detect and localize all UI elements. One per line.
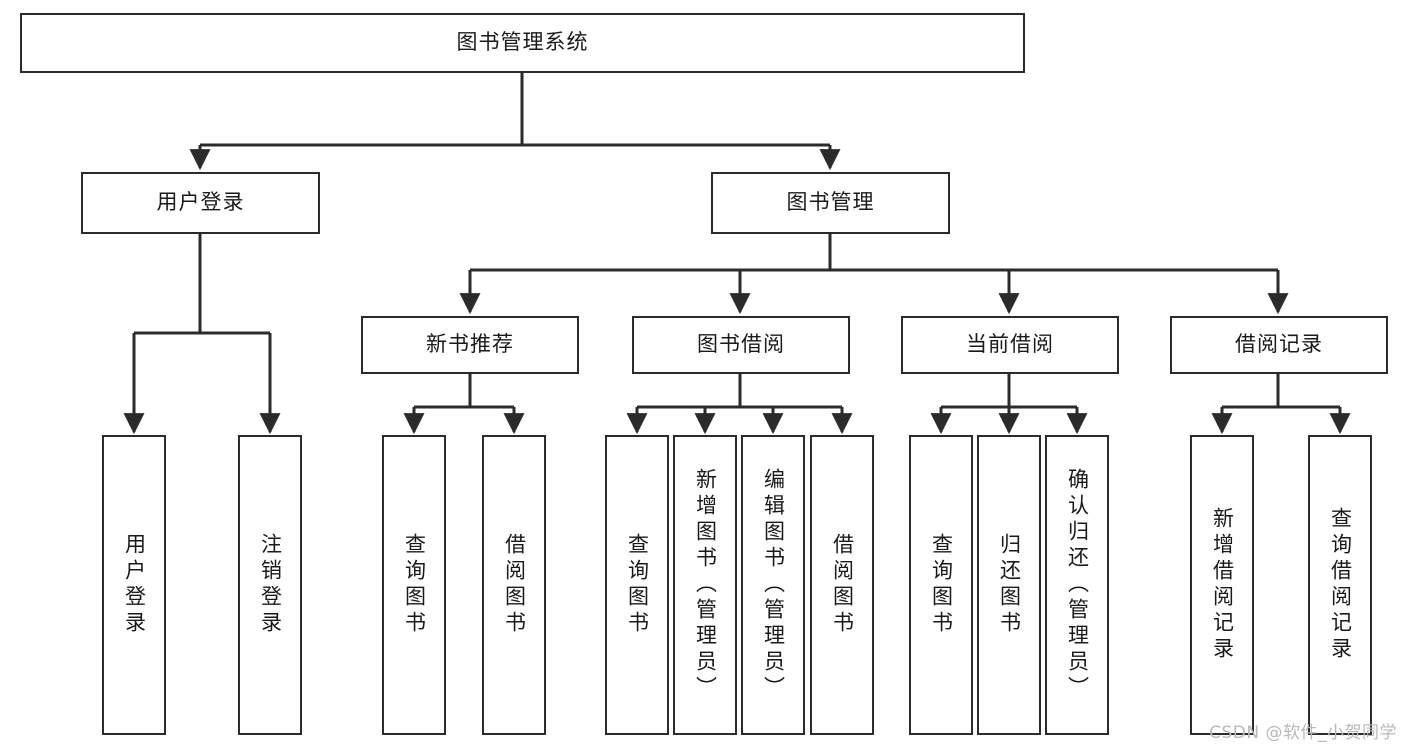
- node-label: 确认归还（管理员）: [1065, 468, 1090, 702]
- node-label: 借阅图书: [502, 533, 527, 637]
- leaf-user-login[interactable]: 用户登录: [102, 435, 166, 735]
- node-user-login[interactable]: 用户登录: [81, 172, 320, 234]
- leaf-query-book-3[interactable]: 查询图书: [909, 435, 973, 735]
- node-label: 归还图书: [997, 533, 1022, 637]
- node-root-book-management-system[interactable]: 图书管理系统: [20, 13, 1025, 73]
- watermark-text: CSDN @软件_小贺同学: [1209, 723, 1397, 743]
- node-label: 新增图书（管理员）: [693, 468, 718, 702]
- leaf-add-book-admin[interactable]: 新增图书（管理员）: [673, 435, 737, 735]
- leaf-edit-book-admin[interactable]: 编辑图书（管理员）: [741, 435, 805, 735]
- leaf-query-book-1[interactable]: 查询图书: [382, 435, 446, 735]
- node-label: 图书管理系统: [456, 30, 589, 55]
- node-label: 新书推荐: [426, 332, 514, 357]
- node-label: 图书管理: [786, 190, 875, 215]
- node-label: 图书借阅: [697, 332, 785, 357]
- node-borrow-record[interactable]: 借阅记录: [1170, 316, 1388, 374]
- node-label: 用户登录: [122, 533, 147, 637]
- node-label: 注销登录: [258, 533, 283, 637]
- leaf-query-book-2[interactable]: 查询图书: [605, 435, 669, 735]
- leaf-borrow-book-1[interactable]: 借阅图书: [482, 435, 546, 735]
- leaf-add-borrow-record[interactable]: 新增借阅记录: [1190, 435, 1254, 735]
- node-label: 查询图书: [402, 533, 427, 637]
- node-label: 查询借阅记录: [1328, 507, 1353, 663]
- node-new-book-recommend[interactable]: 新书推荐: [361, 316, 579, 374]
- node-current-borrow[interactable]: 当前借阅: [901, 316, 1119, 374]
- node-label: 借阅图书: [830, 533, 855, 637]
- node-label: 编辑图书（管理员）: [761, 468, 786, 702]
- leaf-return-book[interactable]: 归还图书: [977, 435, 1041, 735]
- node-label: 新增借阅记录: [1210, 507, 1235, 663]
- node-label: 借阅记录: [1235, 332, 1323, 357]
- node-label: 当前借阅: [966, 332, 1054, 357]
- node-label: 用户登录: [156, 190, 245, 215]
- node-label: 查询图书: [929, 533, 954, 637]
- leaf-borrow-book-2[interactable]: 借阅图书: [810, 435, 874, 735]
- node-book-management[interactable]: 图书管理: [711, 172, 950, 234]
- leaf-confirm-return-admin[interactable]: 确认归还（管理员）: [1045, 435, 1109, 735]
- node-label: 查询图书: [625, 533, 650, 637]
- leaf-query-borrow-record[interactable]: 查询借阅记录: [1308, 435, 1372, 735]
- leaf-logout-login[interactable]: 注销登录: [238, 435, 302, 735]
- node-book-borrow[interactable]: 图书借阅: [632, 316, 850, 374]
